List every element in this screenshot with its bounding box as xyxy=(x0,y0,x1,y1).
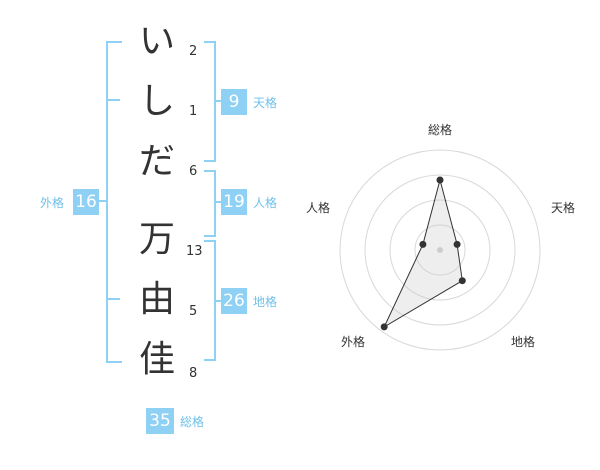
radar-ring xyxy=(389,199,491,301)
radar-area xyxy=(383,178,463,329)
radar-ring xyxy=(414,224,466,276)
tenkaku-bracket-connector xyxy=(214,100,222,102)
gaikaku-bracket-connector xyxy=(98,200,107,202)
radar-point-1 xyxy=(436,176,444,184)
jinkaku-bracket-connector xyxy=(214,201,222,203)
stroke-count-2: 1 xyxy=(189,104,198,119)
tenkaku-badge: 9 xyxy=(221,89,247,115)
stroke-count-5: 5 xyxy=(189,304,198,319)
name-char-6: 佳 xyxy=(138,339,175,380)
gaikaku-badge: 16 xyxy=(73,189,99,215)
name-char-3: だ xyxy=(138,141,175,182)
chikaku-bracket-connector xyxy=(214,300,222,302)
chikaku-label: 地格 xyxy=(253,295,278,309)
chikaku-badge: 26 xyxy=(221,288,247,314)
radar-axis-label-soukaku: 総格 xyxy=(428,123,453,137)
gaikaku-bracket-tick xyxy=(106,99,120,101)
name-char-4: 万 xyxy=(138,219,175,260)
jinkaku-badge: 19 xyxy=(221,189,247,215)
radar-point-5 xyxy=(419,240,427,248)
gaikaku-bracket xyxy=(106,41,122,363)
soukaku-badge: 35 xyxy=(146,408,174,434)
radar-axis-label-tenkaku: 天格 xyxy=(551,201,576,215)
name-char-2: し xyxy=(138,81,175,122)
name-char-5: 由 xyxy=(138,279,175,320)
radar-point-4 xyxy=(380,323,388,331)
stroke-count-6: 8 xyxy=(189,366,198,381)
radar-ring xyxy=(364,174,516,326)
radar-axis-label-jinkaku: 人格 xyxy=(306,201,331,215)
radar-center xyxy=(437,247,443,253)
jinkaku-bracket xyxy=(204,170,216,237)
radar-axis-label-gaikaku: 外格 xyxy=(341,335,366,349)
radar-point-3 xyxy=(458,277,466,285)
radar-axis-label-chikaku: 地格 xyxy=(511,335,536,349)
stroke-count-1: 2 xyxy=(189,44,198,59)
name-char-1: い xyxy=(138,21,175,62)
gaikaku-label: 外格 xyxy=(40,196,65,210)
stroke-count-3: 6 xyxy=(189,164,198,179)
tenkaku-label: 天格 xyxy=(253,96,278,110)
gaikaku-bracket-tick xyxy=(106,298,120,300)
radar-point-2 xyxy=(453,240,461,248)
jinkaku-label: 人格 xyxy=(253,196,278,210)
radar-ring xyxy=(339,149,541,351)
soukaku-label: 総格 xyxy=(180,415,205,429)
stroke-count-4: 13 xyxy=(186,244,203,259)
